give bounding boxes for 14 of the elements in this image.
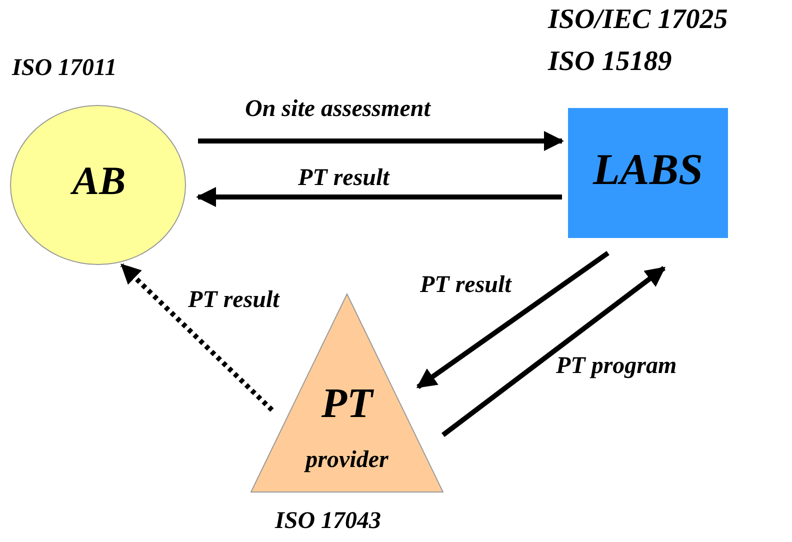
node-title: PT <box>320 383 375 425</box>
standard-label: ISO 17043 <box>275 508 382 534</box>
arrow <box>416 250 610 390</box>
node-subtitle: provider <box>303 448 390 472</box>
square-node <box>568 108 728 238</box>
arrow <box>120 263 274 412</box>
node-title: AB <box>69 161 127 201</box>
standard-label: ISO 17011 <box>12 55 117 82</box>
node-title: LABS <box>592 148 704 192</box>
standard-label: ISO 15189 <box>548 47 672 78</box>
standard-label: ISO/IEC 17025 <box>548 5 728 36</box>
arrow <box>198 131 564 151</box>
arrow <box>196 187 562 207</box>
arrow <box>442 266 666 437</box>
